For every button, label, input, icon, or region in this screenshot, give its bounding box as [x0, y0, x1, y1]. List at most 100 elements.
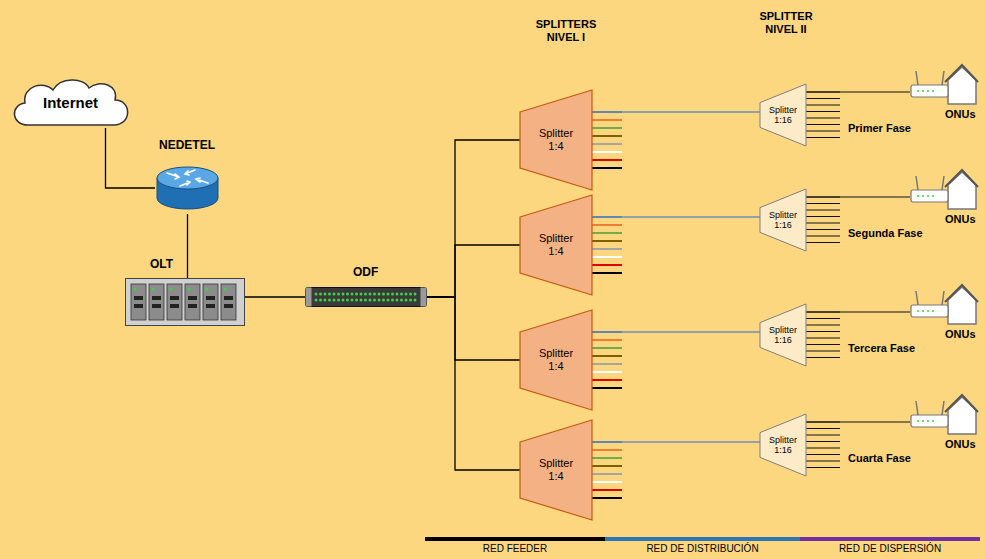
olt-card	[185, 284, 200, 320]
odf-port	[342, 293, 345, 296]
fiber-stub	[592, 119, 622, 121]
fiber-link	[427, 140, 520, 297]
drop-stub	[806, 318, 840, 319]
fiber-link	[806, 196, 910, 197]
odf-port	[387, 293, 390, 296]
phase-label: Segunda Fase	[848, 227, 923, 240]
odf-port	[337, 293, 340, 296]
onu-led	[917, 90, 919, 92]
fiber-stub	[592, 264, 622, 266]
node-label: NEDETEL	[159, 138, 215, 152]
fiber-stub	[592, 387, 622, 389]
splitter-level-1: Splitter 1:4	[520, 310, 592, 410]
olt-card	[167, 284, 182, 320]
onu-led	[922, 420, 924, 422]
fiber-stub	[592, 355, 622, 357]
node-text: Splitter 1:4	[534, 457, 578, 483]
fiber-stub	[592, 379, 622, 381]
phase-label: Cuarta Fase	[848, 452, 911, 465]
odf-port	[364, 299, 367, 302]
olt-card	[221, 284, 236, 320]
onu-antenna	[916, 71, 918, 85]
odf-port	[405, 299, 408, 302]
fiber-stub	[592, 473, 622, 475]
odf-port	[414, 299, 417, 302]
level-heading: SPLITTERS NIVEL I	[526, 18, 606, 44]
splitter-outline	[520, 310, 592, 410]
router-arrow	[167, 173, 179, 179]
node-label: ONUs	[945, 438, 976, 451]
olt-port	[152, 304, 161, 308]
drop-stub	[806, 461, 840, 462]
odf-port	[382, 299, 385, 302]
onu-led	[922, 90, 924, 92]
fiber-link	[187, 214, 188, 278]
drop-stub	[806, 454, 840, 455]
splitter-outline	[760, 189, 806, 251]
odf-ear	[306, 288, 312, 307]
router-arrow	[180, 181, 190, 186]
splitter-outline	[520, 195, 592, 295]
splitter-level-2: Splitter 1:16	[760, 304, 806, 366]
odf-port	[409, 299, 412, 302]
odf-port	[391, 293, 394, 296]
olt-port	[224, 304, 233, 308]
odf-port	[382, 293, 385, 296]
node-label: OLT	[150, 257, 173, 271]
node-text: Internet	[43, 94, 98, 111]
odf-port	[373, 293, 376, 296]
olt-led	[224, 288, 227, 291]
fiber-stub	[592, 347, 622, 349]
node-label: ODF	[353, 265, 378, 279]
odf-panel-shape	[305, 287, 427, 307]
odf-panel: ODF	[305, 287, 427, 307]
fiber-stub	[592, 497, 622, 499]
house-roof	[945, 170, 978, 187]
odf-port	[414, 293, 417, 296]
olt-port	[206, 296, 215, 300]
fiber-link	[592, 331, 760, 333]
splitter-outline	[520, 420, 592, 520]
node-text: Splitter 1:16	[765, 435, 801, 455]
olt-card	[149, 284, 164, 320]
onu-led	[927, 310, 929, 312]
fiber-link	[427, 297, 520, 360]
olt-led	[134, 288, 137, 291]
splitter-level-1: Splitter 1:4	[520, 420, 592, 520]
odf-frame	[306, 288, 427, 307]
odf-port	[319, 293, 322, 296]
onu-led	[917, 195, 919, 197]
legend-bar	[425, 537, 605, 541]
odf-port	[351, 293, 354, 296]
olt-frame	[126, 279, 245, 326]
odf-port	[333, 299, 336, 302]
onu-led	[917, 310, 919, 312]
fiber-stub	[592, 489, 622, 491]
odf-port	[346, 299, 349, 302]
drop-stub	[806, 124, 840, 125]
splitter-level-2: Splitter 1:16	[760, 84, 806, 146]
fiber-stub	[592, 457, 622, 459]
onu-box	[911, 190, 948, 202]
olt-port	[152, 296, 161, 300]
drop-stub	[806, 344, 840, 345]
drop-stub	[806, 216, 840, 217]
drop-stub	[806, 242, 840, 243]
splitter-level-1: Splitter 1:4	[520, 195, 592, 295]
odf-port	[373, 299, 376, 302]
drop-stub	[806, 111, 840, 112]
legend-text: RED FEEDER	[425, 543, 605, 555]
olt-card	[131, 284, 146, 320]
odf-port	[324, 293, 327, 296]
odf-port	[391, 299, 394, 302]
router-arrow	[196, 178, 208, 183]
onu-antenna	[942, 291, 944, 305]
onu-led	[917, 420, 919, 422]
legend-bar	[800, 537, 980, 541]
olt-led	[188, 288, 191, 291]
drop-stub	[806, 441, 840, 442]
odf-port	[364, 293, 367, 296]
node-label: ONUs	[945, 213, 976, 226]
fiber-link	[806, 91, 910, 92]
